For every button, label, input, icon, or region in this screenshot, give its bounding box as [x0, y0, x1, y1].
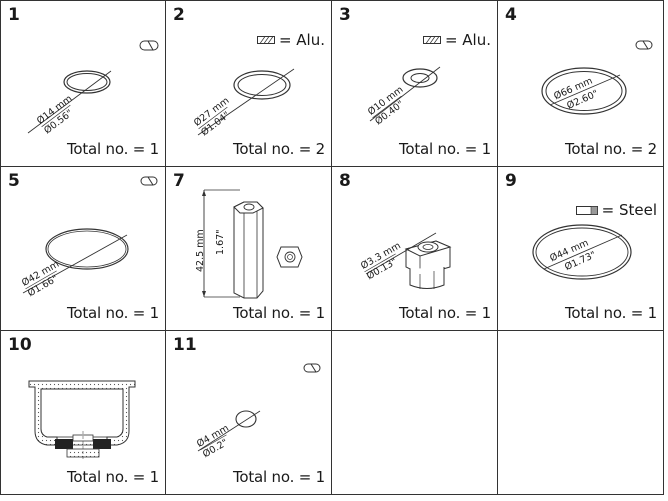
total-count: Total no. = 2 [564, 140, 657, 158]
part-cell-11: 11 Ø4 mm Ø0.2" Total no. = 1 [166, 331, 332, 495]
part-number: 9 [505, 171, 517, 191]
part-cell-1: 1 Ø14 mm Ø0.56" Total no. = 1 [0, 0, 166, 167]
o-ring-section-icon [140, 176, 158, 186]
part-cell-7: 7 42.5 mm 1.67" Total no. = 1 [166, 167, 332, 331]
aluminium-hatch-icon [256, 36, 275, 44]
material-label: = Alu. [256, 31, 325, 49]
part-cell-9: 9 = Steel Ø44 mm Ø1.73" Total no. = 1 [498, 167, 664, 331]
part-number: 1 [8, 5, 20, 25]
dimension-imperial: 1.67" [215, 229, 226, 255]
part-number: 10 [8, 335, 32, 355]
empty-cell [332, 331, 498, 495]
part-cell-3: 3 = Alu. Ø10 mm Ø0.40" Total no. = 1 [332, 0, 498, 167]
part-cell-10: 10 Total no. = 1 [0, 331, 166, 495]
empty-cell [498, 331, 664, 495]
steel-bar-icon [575, 205, 598, 215]
total-count: Total no. = 1 [564, 304, 657, 322]
hex-end-view [276, 246, 303, 268]
part-number: 2 [173, 5, 185, 25]
part-number: 3 [339, 5, 351, 25]
orifice-nut-drawing: Ø3.3 mm Ø0.13" [359, 232, 452, 289]
diaphragm-section-drawing [28, 380, 136, 459]
material-text: = Alu. [278, 31, 325, 49]
part-number: 5 [8, 171, 20, 191]
washer-drawing: Ø27 mm Ø1.04" [192, 68, 295, 138]
material-label: = Steel [575, 201, 657, 219]
aluminium-hatch-icon [422, 36, 441, 44]
large-o-ring-drawing: Ø66 mm Ø2.60" [541, 40, 653, 115]
total-count: Total no. = 1 [66, 468, 159, 486]
o-ring-drawing: Ø42 mm Ø1.66" [20, 176, 158, 299]
small-washer-drawing: Ø10 mm Ø0.40" [366, 66, 441, 127]
ball-drawing: Ø4 mm Ø0.2" [195, 363, 321, 460]
part-cell-5: 5 Ø42 mm Ø1.66" Total no. = 1 [0, 167, 166, 331]
material-text: = Steel [601, 201, 657, 219]
total-count: Total no. = 1 [232, 304, 325, 322]
part-number: 7 [173, 171, 185, 191]
material-label: = Alu. [422, 31, 491, 49]
part-number: 8 [339, 171, 351, 191]
total-count: Total no. = 1 [66, 304, 159, 322]
total-count: Total no. = 1 [232, 468, 325, 486]
part-cell-4: 4 Ø66 mm Ø2.60" Total no. = 2 [498, 0, 664, 167]
steel-ring-drawing: Ø44 mm Ø1.73" [532, 224, 632, 280]
total-count: Total no. = 2 [232, 140, 325, 158]
total-count: Total no. = 1 [398, 140, 491, 158]
part-cell-8: 8 Ø3.3 mm Ø0.13" Total no. = 1 [332, 167, 498, 331]
part-number: 4 [505, 5, 517, 25]
part-cell-2: 2 = Alu. Ø27 mm Ø1.04" Total no. = 2 [166, 0, 332, 167]
total-count: Total no. = 1 [398, 304, 491, 322]
o-ring-section-icon: Ø14 mm Ø0.56" [27, 40, 159, 136]
o-ring-section-icon [303, 363, 321, 373]
dimension-metric: 42.5 mm [195, 229, 206, 272]
o-ring-section-icon [635, 40, 653, 50]
total-count: Total no. = 1 [66, 140, 159, 158]
part-number: 11 [173, 335, 197, 355]
material-text: = Alu. [444, 31, 491, 49]
hex-tube-drawing: 42.5 mm 1.67" [195, 189, 303, 299]
